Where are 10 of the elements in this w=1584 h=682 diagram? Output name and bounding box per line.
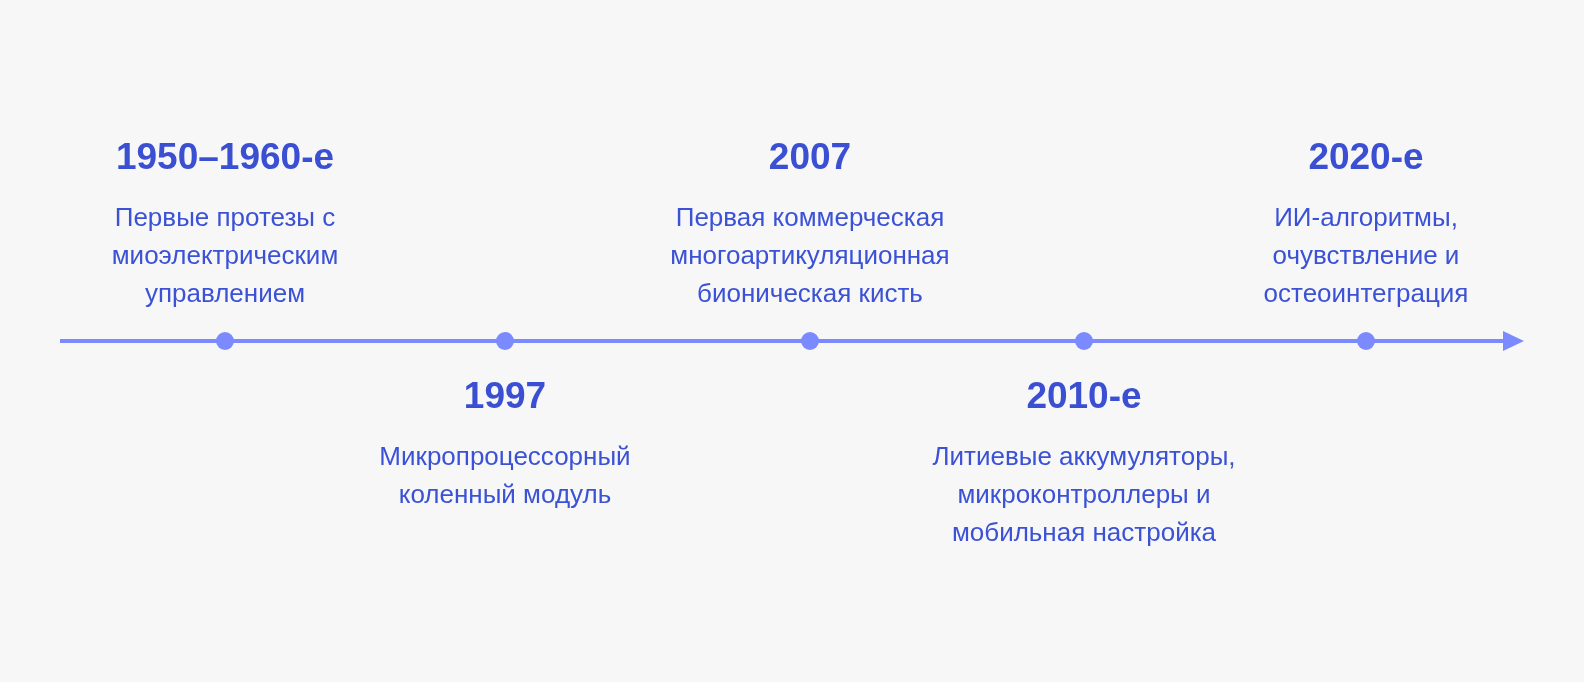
event-description: Литиевые аккумуляторы, микроконтроллеры и мобильная настройка xyxy=(931,440,1237,549)
event-description: ИИ-алгоритмы, очувствление и остеоинтеграция xyxy=(1262,201,1470,310)
event-description: Первая коммерческая многоартикуляционная бионическая кисть xyxy=(669,201,951,310)
year-heading: 2020-е xyxy=(1308,135,1424,179)
event-description: Микропроцессорный коленный модуль xyxy=(378,440,632,511)
year-heading: 2007 xyxy=(768,135,852,179)
year-heading: 2010-е xyxy=(1026,374,1142,418)
year-heading: 1997 xyxy=(463,374,547,418)
event-description: Первые протезы с миоэлектрическим управлением xyxy=(110,201,340,310)
year-heading: 1950–1960-е xyxy=(115,135,335,179)
